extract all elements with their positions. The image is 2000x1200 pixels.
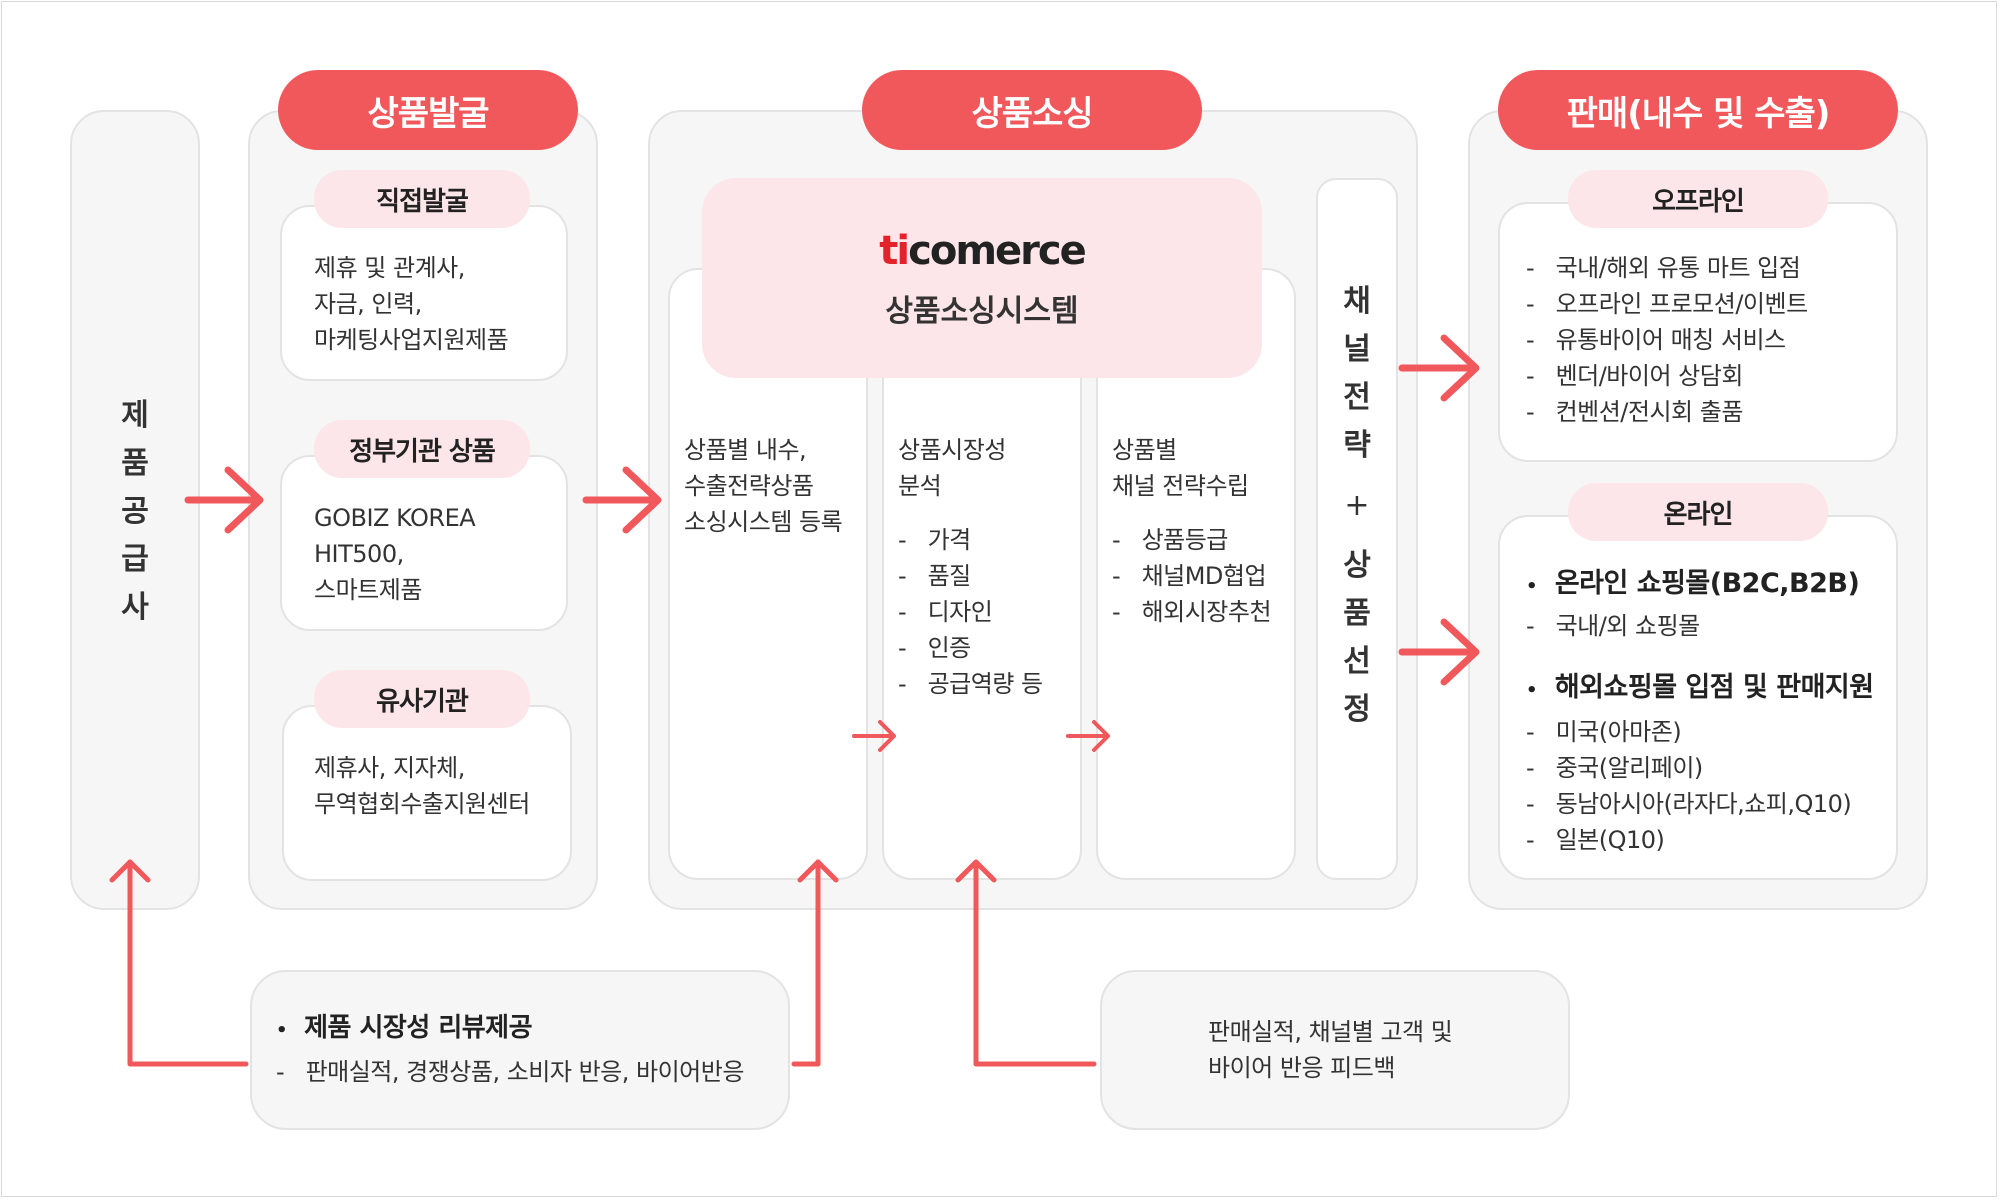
arrow-right-icon [1398,618,1480,686]
direct-discovery-title: 직접발굴 [314,170,530,228]
sourcing-system-title: 상품소싱시스템 [885,294,1079,329]
arrow-up-icon [955,859,1097,1067]
offline-title: 오프라인 [1568,170,1828,228]
discovery-title: 상품발굴 [278,70,578,150]
arrow-up-icon [791,859,839,1067]
gov-product-text: GOBIZ KOREA HIT500, 스마트제품 [314,504,476,604]
analysis-text: 상품시장성 분석 [898,436,1006,500]
offline-card [1498,202,1898,462]
arrow-right-icon [184,466,264,534]
online-card [1498,515,1898,880]
supplier-panel [70,110,200,910]
ticommerce-logo: ticomerce [879,228,1086,274]
register-text: 상품별 내수, 수출전략상품 소싱시스템 등록 [684,436,843,536]
online-title: 온라인 [1568,483,1828,541]
gov-product-title: 정부기관 상품 [314,420,530,478]
gov-product-card [280,455,568,631]
arrow-right-icon [852,720,896,752]
strategy-text: 상품별 채널 전략수립 [1112,436,1249,500]
online-group1: • 온라인 쇼핑몰(B2C,B2B) - 국내/외 쇼핑몰 [1526,568,1860,640]
sourcing-system-box: ticomerce 상품소싱시스템 [702,178,1262,378]
online-group2: • 해외쇼핑몰 입점 및 판매지원 - 미국(아마존) - 중국(알리페이) -… [1526,672,1874,854]
channel-strategy-column [1316,178,1398,880]
arrow-right-icon [1066,720,1110,752]
arrow-right-icon [1398,334,1480,402]
similar-agency-text: 제휴사, 지자체, 무역협회수출지원센터 [314,754,530,818]
supplier-label: 제 품 공 급 사 [121,398,149,625]
strategy-items: - 상품등급 - 채널MD협업 - 해외시장추천 [1112,526,1272,626]
arrow-right-icon [582,466,662,534]
review-feedback-box [250,970,790,1130]
sales-feedback-box [1100,970,1570,1130]
review-feedback-text: • 제품 시장성 리뷰제공 - 판매실적, 경쟁상품, 소비자 반응, 바이어반… [276,1013,744,1086]
sourcing-title: 상품소싱 [862,70,1202,150]
arrow-up-icon [109,859,249,1067]
channel-strategy-label: 채 널 전 략 + 상 품 선 정 [1343,284,1371,727]
direct-discovery-text: 제휴 및 관계사, 자금, 인력, 마케팅사업지원제품 [314,254,509,354]
direct-discovery-card [280,205,568,381]
sales-feedback-text: 판매실적, 채널별 고객 및 바이어 반응 피드백 [1208,1018,1453,1082]
sales-title: 판매(내수 및 수출) [1498,70,1898,150]
similar-agency-card [282,705,572,881]
similar-agency-title: 유사기관 [314,670,530,728]
analysis-items: - 가격 - 품질 - 디자인 - 인증 - 공급역량 등 [898,526,1043,698]
offline-items: - 국내/해외 유통 마트 입점 - 오프라인 프로모션/이벤트 - 유통바이어… [1526,254,1808,426]
